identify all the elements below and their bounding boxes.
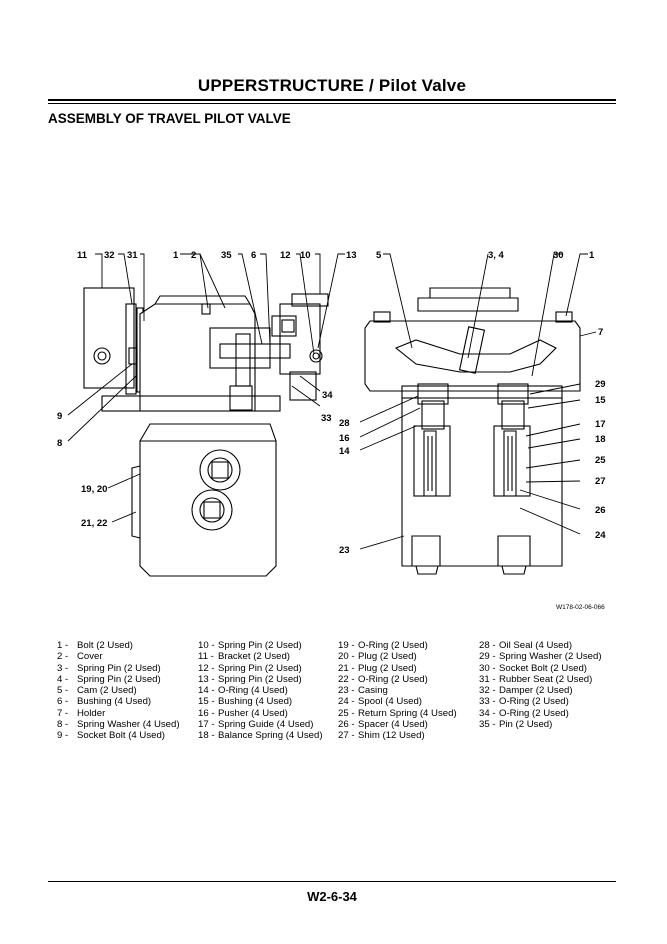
parts-item: 3 -Spring Pin (2 Used) <box>57 662 161 674</box>
parts-item: 5 -Cam (2 Used) <box>57 685 137 697</box>
callout-2: 2 <box>191 250 196 261</box>
parts-item: 20 -Plug (2 Used) <box>338 651 417 663</box>
callout-27: 27 <box>595 476 606 487</box>
page-number: W2-6-34 <box>307 889 357 904</box>
parts-item: 28 -Oil Seal (4 Used) <box>479 640 573 651</box>
callout-18: 18 <box>595 434 606 445</box>
parts-item: 30 -Socket Bolt (2 Used) <box>479 662 587 674</box>
footer-rule <box>48 881 616 882</box>
callout-10: 10 <box>300 250 311 261</box>
assembly-drawing: 11 32 31 1 2 35 6 12 10 13 34 33 9 8 19,… <box>40 236 630 616</box>
parts-item: 26 -Spacer (4 Used) <box>338 719 428 731</box>
parts-item: 11 -Bracket (2 Used) <box>198 651 290 663</box>
left-leaders <box>67 253 345 523</box>
parts-item: 4 -Spring Pin (2 Used) <box>57 673 161 685</box>
parts-item: 17 -Spring Guide (4 Used) <box>198 719 314 731</box>
page-title: UPPERSTRUCTURE / Pilot Valve <box>197 76 467 95</box>
parts-item: 13 -Spring Pin (2 Used) <box>198 673 302 685</box>
callout-13: 13 <box>346 250 357 261</box>
parts-item: 7 -Holder <box>57 707 106 719</box>
callout-17: 17 <box>595 419 606 430</box>
figure-code: W178-02-06-066 <box>556 604 605 611</box>
callout-1-right: 1 <box>589 250 595 261</box>
parts-item: 35 -Pin (2 Used) <box>479 719 553 731</box>
callout-30: 30 <box>553 250 564 261</box>
parts-column-3: 19 -O-Ring (2 Used) 20 -Plug (2 Used) 21… <box>338 640 457 742</box>
callout-31: 31 <box>127 250 138 261</box>
parts-item: 29 -Spring Washer (2 Used) <box>479 651 602 663</box>
parts-item: 16 -Pusher (4 Used) <box>198 707 288 719</box>
parts-item: 9 -Socket Bolt (4 Used) <box>57 730 165 742</box>
parts-item: 1 -Bolt (2 Used) <box>57 640 133 651</box>
parts-column-4: 28 -Oil Seal (4 Used) 29 -Spring Washer … <box>479 640 602 730</box>
parts-item: 31 -Rubber Seat (2 Used) <box>479 673 593 685</box>
parts-item: 23 -Casing <box>338 685 388 697</box>
callout-24: 24 <box>595 530 606 541</box>
callout-9: 9 <box>57 411 62 422</box>
callout-26: 26 <box>595 505 606 516</box>
callout-16: 16 <box>339 433 350 444</box>
parts-item: 15 -Bushing (4 Used) <box>198 696 293 708</box>
header-rule <box>48 99 616 101</box>
right-section-view <box>364 287 581 575</box>
callout-21-22: 21, 22 <box>81 518 107 529</box>
parts-column-1: 1 -Bolt (2 Used) 2 -Cover 3 -Spring Pin … <box>57 640 180 742</box>
left-side-view <box>83 287 329 577</box>
callout-29: 29 <box>595 379 606 390</box>
parts-item: 32 -Damper (2 Used) <box>479 685 573 697</box>
section-title: ASSEMBLY OF TRAVEL PILOT VALVE <box>48 111 291 126</box>
callout-7: 7 <box>598 327 603 338</box>
parts-item: 25 -Return Spring (4 Used) <box>338 707 457 719</box>
parts-item: 18 -Balance Spring (4 Used) <box>198 730 323 742</box>
parts-item: 21 -Plug (2 Used) <box>338 662 417 674</box>
callout-8: 8 <box>57 438 62 449</box>
parts-item: 27 -Shim (12 Used) <box>338 730 425 742</box>
callout-14: 14 <box>339 446 350 457</box>
callout-28: 28 <box>339 418 350 429</box>
callout-3-4: 3, 4 <box>488 250 505 261</box>
callout-5: 5 <box>376 250 382 261</box>
callout-34: 34 <box>322 390 333 401</box>
parts-item: 10 -Spring Pin (2 Used) <box>198 640 302 651</box>
callout-19-20: 19, 20 <box>81 484 107 495</box>
parts-item: 6 -Bushing (4 Used) <box>57 696 152 708</box>
callout-1: 1 <box>173 250 179 261</box>
parts-item: 8 -Spring Washer (4 Used) <box>57 719 180 731</box>
parts-item: 14 -O-Ring (4 Used) <box>198 685 288 697</box>
header-rule-thin <box>48 103 616 104</box>
parts-item: 12 -Spring Pin (2 Used) <box>198 662 302 674</box>
callout-32: 32 <box>104 250 115 261</box>
callout-33: 33 <box>321 413 332 424</box>
parts-item: 33 -O-Ring (2 Used) <box>479 696 569 708</box>
callout-6: 6 <box>251 250 256 261</box>
callout-11: 11 <box>77 250 88 261</box>
callout-35: 35 <box>221 250 232 261</box>
parts-column-2: 10 -Spring Pin (2 Used) 11 -Bracket (2 U… <box>198 640 323 742</box>
parts-item: 19 -O-Ring (2 Used) <box>338 640 428 651</box>
callout-12: 12 <box>280 250 291 261</box>
callout-15: 15 <box>595 395 606 406</box>
callout-23: 23 <box>339 545 350 556</box>
parts-item: 34 -O-Ring (2 Used) <box>479 707 569 719</box>
callout-25: 25 <box>595 455 606 466</box>
parts-item: 24 -Spool (4 Used) <box>338 696 422 708</box>
parts-item: 22 -O-Ring (2 Used) <box>338 673 428 685</box>
right-leaders <box>359 253 597 550</box>
parts-item: 2 -Cover <box>57 651 103 663</box>
